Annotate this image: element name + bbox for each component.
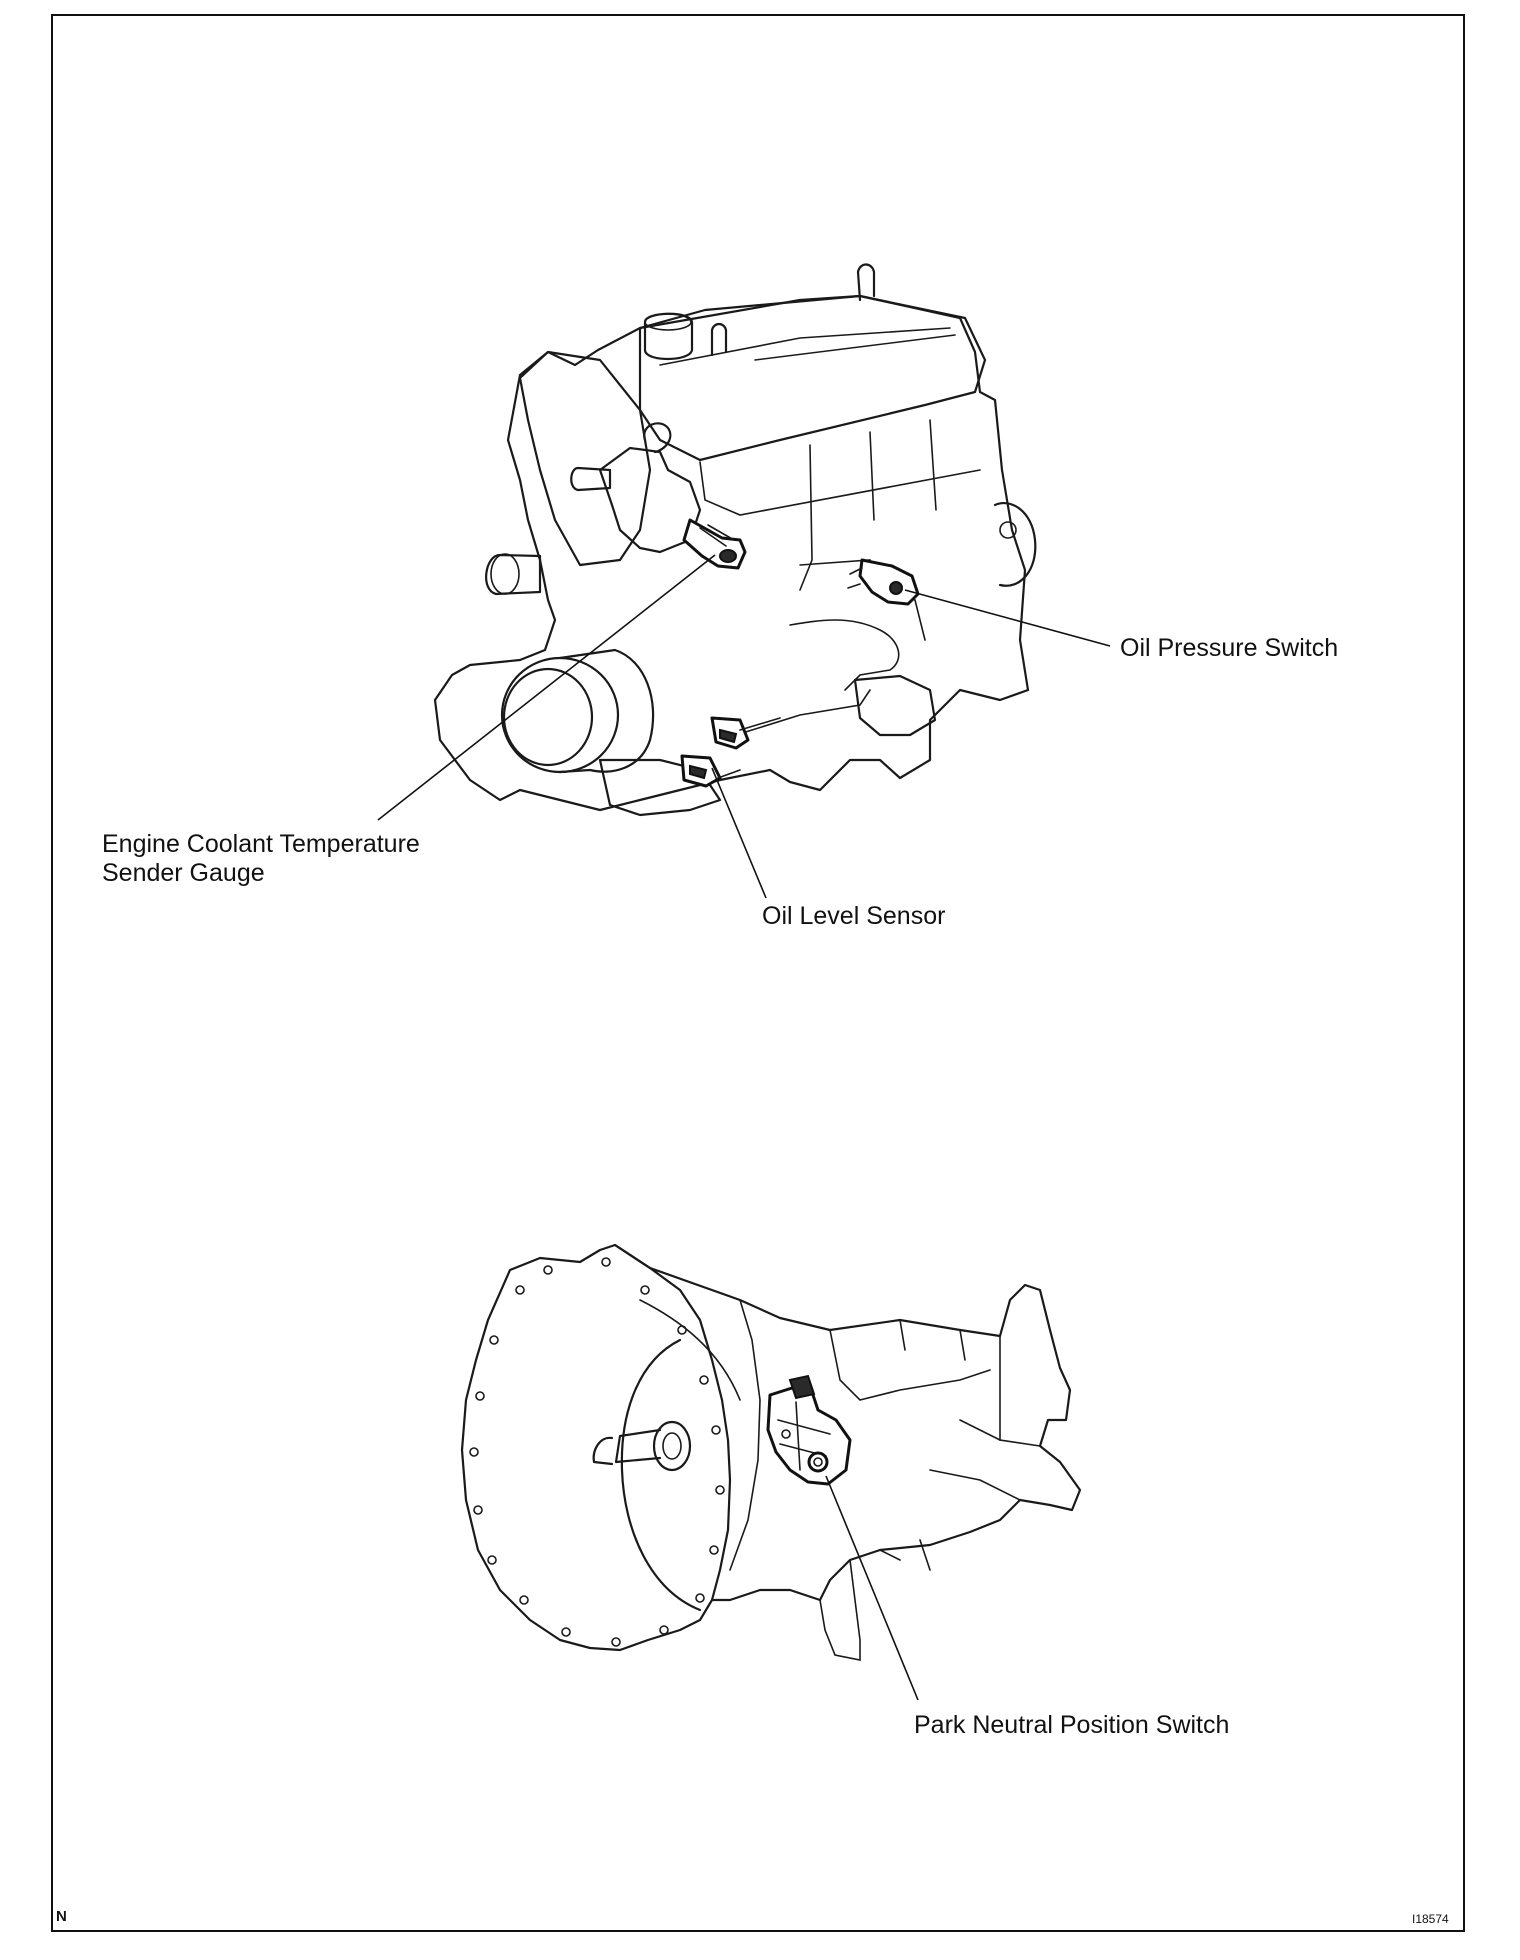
coolant-temp-sender-part (682, 518, 747, 570)
label-oil-pressure-switch: Oil Pressure Switch (1120, 634, 1339, 662)
park-neutral-switch-part (766, 1374, 852, 1486)
leader-oil-level (711, 767, 767, 899)
label-coolant-sender-line2: Sender Gauge (102, 859, 265, 887)
leader-coolant-sender (377, 554, 716, 821)
leader-park-neutral (825, 1475, 919, 1701)
leader-lines (377, 554, 1111, 1701)
engine-drawing (433, 263, 1037, 817)
leader-oil-pressure (904, 589, 1111, 647)
oil-pressure-switch-part (847, 558, 920, 606)
oil-level-sensor-part (680, 716, 781, 788)
corner-mark-left: N (56, 1908, 67, 1925)
label-oil-level-sensor: Oil Level Sensor (762, 902, 946, 930)
label-coolant-sender-line1: Engine Coolant Temperature (102, 830, 420, 858)
label-park-neutral-switch: Park Neutral Position Switch (914, 1711, 1230, 1739)
figure-id: I18574 (1412, 1912, 1449, 1926)
transmission-drawing (460, 1243, 1082, 1661)
diagram-frame (51, 14, 1465, 1932)
